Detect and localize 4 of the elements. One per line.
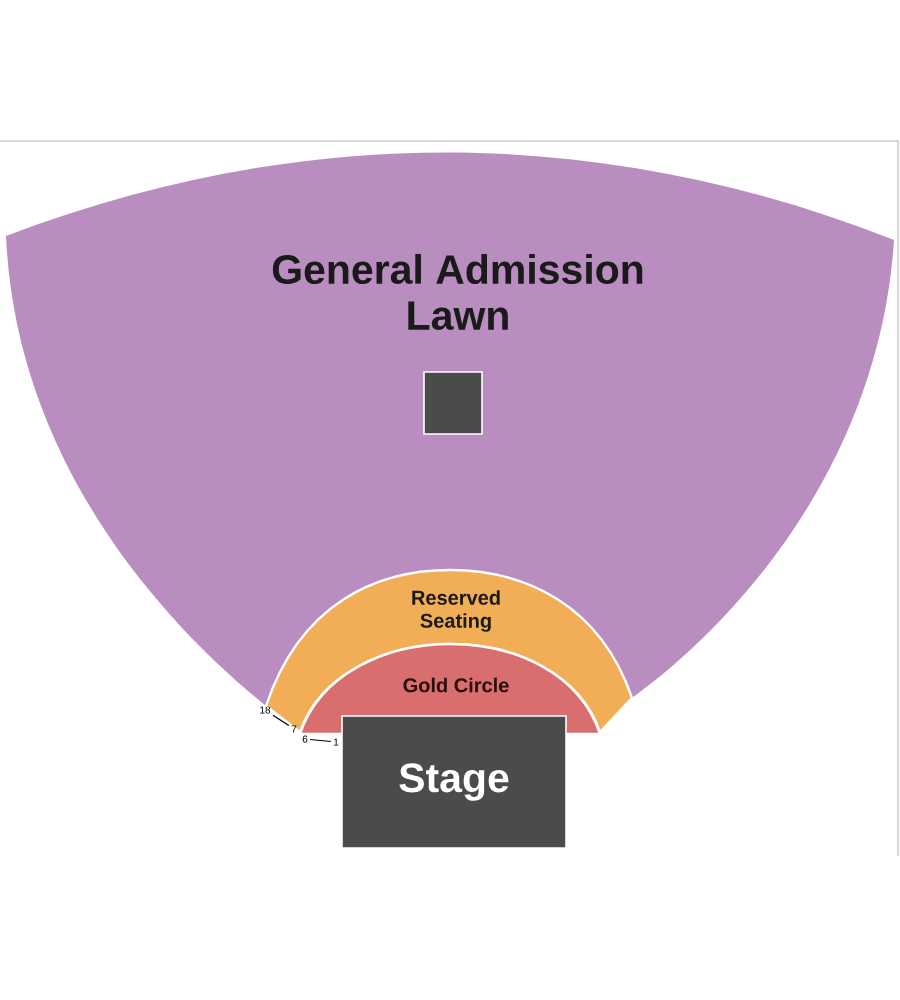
row-range-line xyxy=(272,714,290,727)
booth-box xyxy=(423,371,483,435)
stage-block: Stage xyxy=(341,715,567,849)
row-range-line xyxy=(309,738,332,743)
